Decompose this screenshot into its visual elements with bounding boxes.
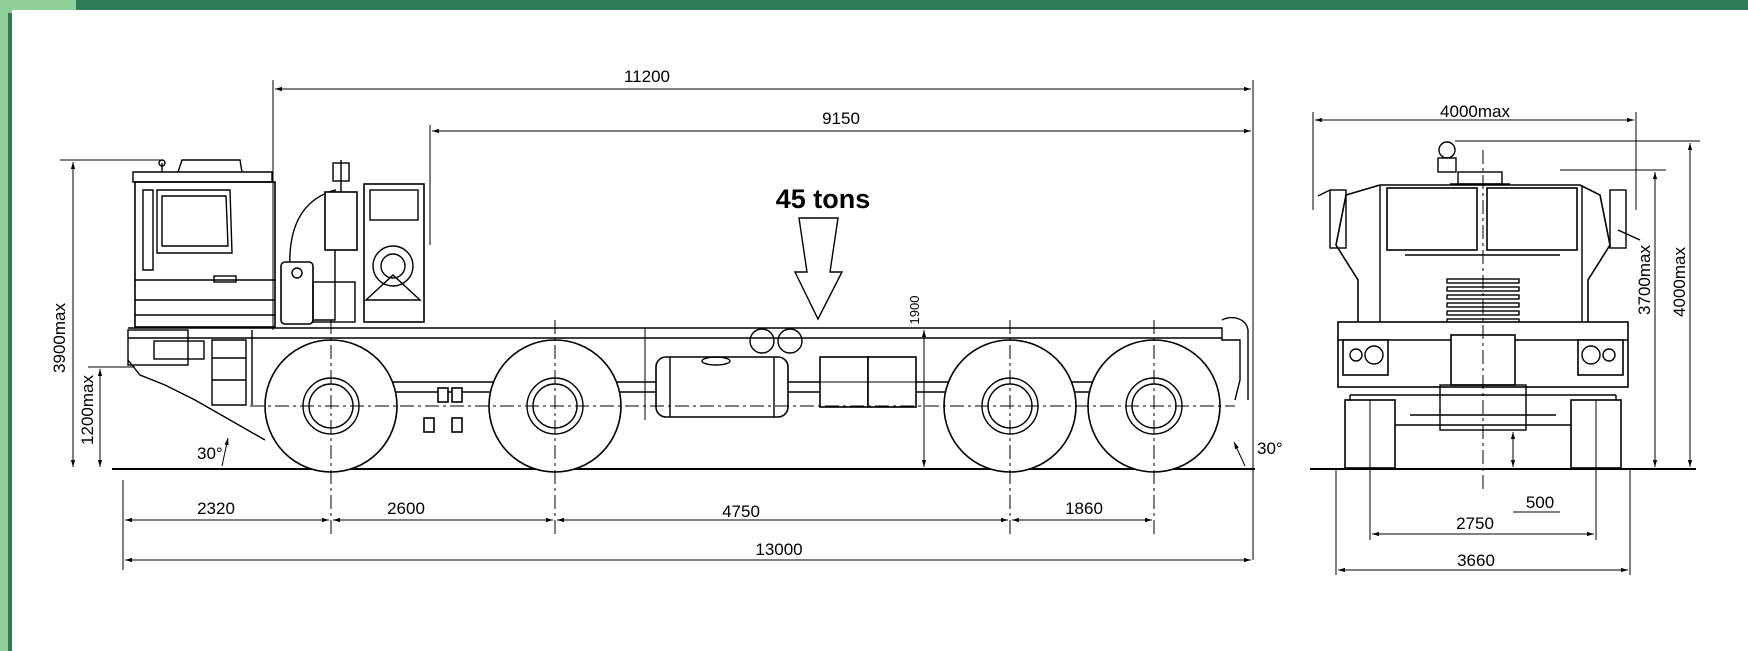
- corner-tab: [0, 0, 76, 13]
- fuel-tank: [423, 328, 917, 433]
- truck-cab: [132, 159, 276, 328]
- dim-total-height: 3900max: [50, 303, 69, 373]
- dim-ground-clearance: 500: [1526, 493, 1554, 512]
- dim-front-overhang: 2320: [197, 499, 235, 518]
- dim-platform-length: 9150: [822, 109, 860, 128]
- left-accent-bar: [0, 13, 8, 651]
- dim-height-max: 4000max: [1670, 247, 1689, 317]
- dim-overall-width: 3660: [1457, 551, 1495, 570]
- load-arrow: [793, 217, 844, 321]
- dim-overall-length: 13000: [755, 540, 802, 559]
- dim-overall-length-top: 11200: [624, 67, 670, 86]
- dim-wheelbase-2: 4750: [722, 502, 760, 521]
- load-label: 45 tons: [776, 184, 871, 214]
- dim-front-height: 1200max: [78, 375, 97, 445]
- dim-track: 2750: [1456, 514, 1494, 533]
- dim-width-max: 4000max: [1440, 102, 1510, 121]
- dim-wheelbase-1: 2600: [387, 499, 425, 518]
- departure-angle: 30°: [1257, 439, 1283, 458]
- approach-angle: 30°: [197, 444, 223, 463]
- dim-height-cab: 3700max: [1635, 245, 1654, 315]
- side-view: 45 tons 11200 9150 1900 3900max 1200max …: [50, 67, 1283, 570]
- engine-housing: [280, 160, 425, 325]
- front-view: 4000max 3700max 4000max 500 2750 3660: [1312, 102, 1700, 575]
- dim-wheelbase-3: 1860: [1065, 499, 1103, 518]
- dim-platform-height: 1900: [907, 296, 922, 325]
